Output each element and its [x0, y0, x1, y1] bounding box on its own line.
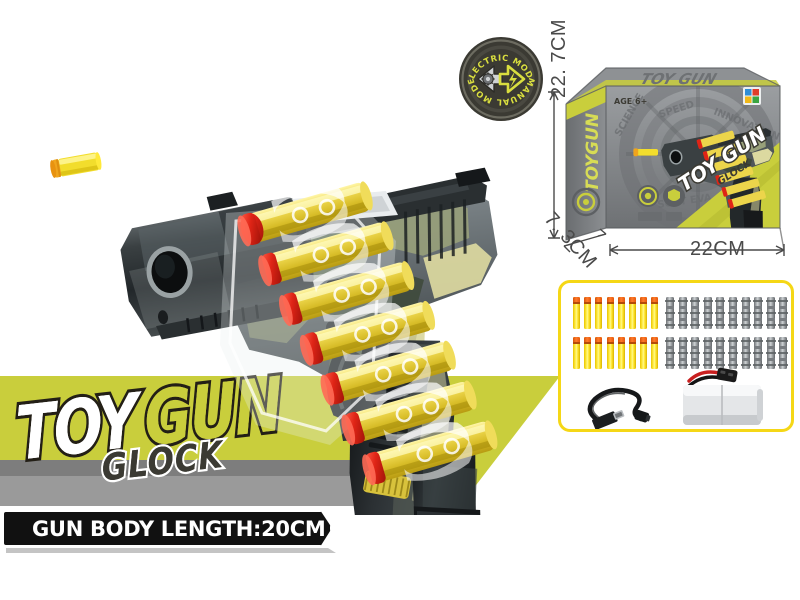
- ammo-belt: [237, 181, 498, 486]
- foam-dart: [640, 337, 648, 369]
- shell-casing: [677, 337, 688, 369]
- accessories-panel: [558, 280, 794, 432]
- electric-manual-mode-badge: ELECTRIC MODE MANUAL MODE: [458, 36, 543, 121]
- casing-row-bottom: [665, 337, 789, 369]
- shell-casing: [690, 297, 701, 329]
- toy-pistol-illustration: [120, 167, 498, 515]
- length-bar-shadow: [6, 548, 336, 553]
- box-height-dimension-label: 22. 7CM: [548, 18, 570, 98]
- shell-casing: [715, 337, 726, 369]
- shell-casing: [715, 297, 726, 329]
- box-top-logo: TOY GUN: [638, 70, 719, 88]
- shell-casing: [778, 297, 789, 329]
- foam-dart: [584, 337, 592, 369]
- dimension-lines: [548, 91, 785, 256]
- shell-casing: [677, 297, 688, 329]
- box-side-logo: TOYGUN: [583, 113, 603, 192]
- casing-row-top: [665, 297, 789, 329]
- gun-body-length-label: GUN BODY LENGTH:20CM: [32, 516, 326, 541]
- foam-dart: [651, 297, 659, 329]
- rechargeable-battery-pack: [683, 367, 763, 425]
- shell-casing: [727, 337, 738, 369]
- foam-dart: [573, 337, 580, 369]
- shell-casing: [765, 337, 776, 369]
- shell-casing: [740, 297, 751, 329]
- shell-casing: [702, 337, 713, 369]
- foam-dart: [606, 297, 614, 329]
- foam-dart: [606, 337, 614, 369]
- lightning-bolt-icon: [509, 71, 517, 88]
- box-age-label: AGE 6+: [614, 97, 647, 106]
- shell-casing: [702, 297, 713, 329]
- foam-dart: [617, 337, 625, 369]
- foam-dart: [595, 297, 603, 329]
- box-width-dimension-label: 22CM: [690, 238, 746, 260]
- foam-dart: [573, 297, 580, 329]
- foam-dart: [628, 297, 636, 329]
- dart-row-bottom: [573, 337, 659, 369]
- shell-casing: [740, 337, 751, 369]
- foam-dart: [617, 297, 625, 329]
- shell-casing: [665, 297, 675, 329]
- foam-dart: [651, 337, 659, 369]
- box-corner-logo: [743, 87, 761, 105]
- foam-dart: [584, 297, 592, 329]
- shell-casing: [778, 337, 789, 369]
- shell-casing: [753, 337, 764, 369]
- foam-dart: [628, 337, 636, 369]
- box-badge-target: [637, 185, 659, 207]
- package-box-group: TOYGUN GLOCK TOY GUN SCIENCE SPEED: [548, 67, 785, 256]
- shell-casing: [690, 337, 701, 369]
- dart-row-top: [573, 297, 659, 329]
- box-badge-shield: [663, 185, 685, 207]
- shell-casing: [727, 297, 738, 329]
- shell-casing: [765, 297, 776, 329]
- shell-casing: [665, 337, 675, 369]
- gun-body-length-bar: GUN BODY LENGTH:20CM: [2, 510, 332, 547]
- gear-icon: [481, 72, 495, 86]
- loose-foam-dart: [50, 152, 102, 178]
- foam-dart: [595, 337, 603, 369]
- shell-casing: [753, 297, 764, 329]
- usb-charging-cable: [587, 387, 651, 429]
- foam-dart: [640, 297, 648, 329]
